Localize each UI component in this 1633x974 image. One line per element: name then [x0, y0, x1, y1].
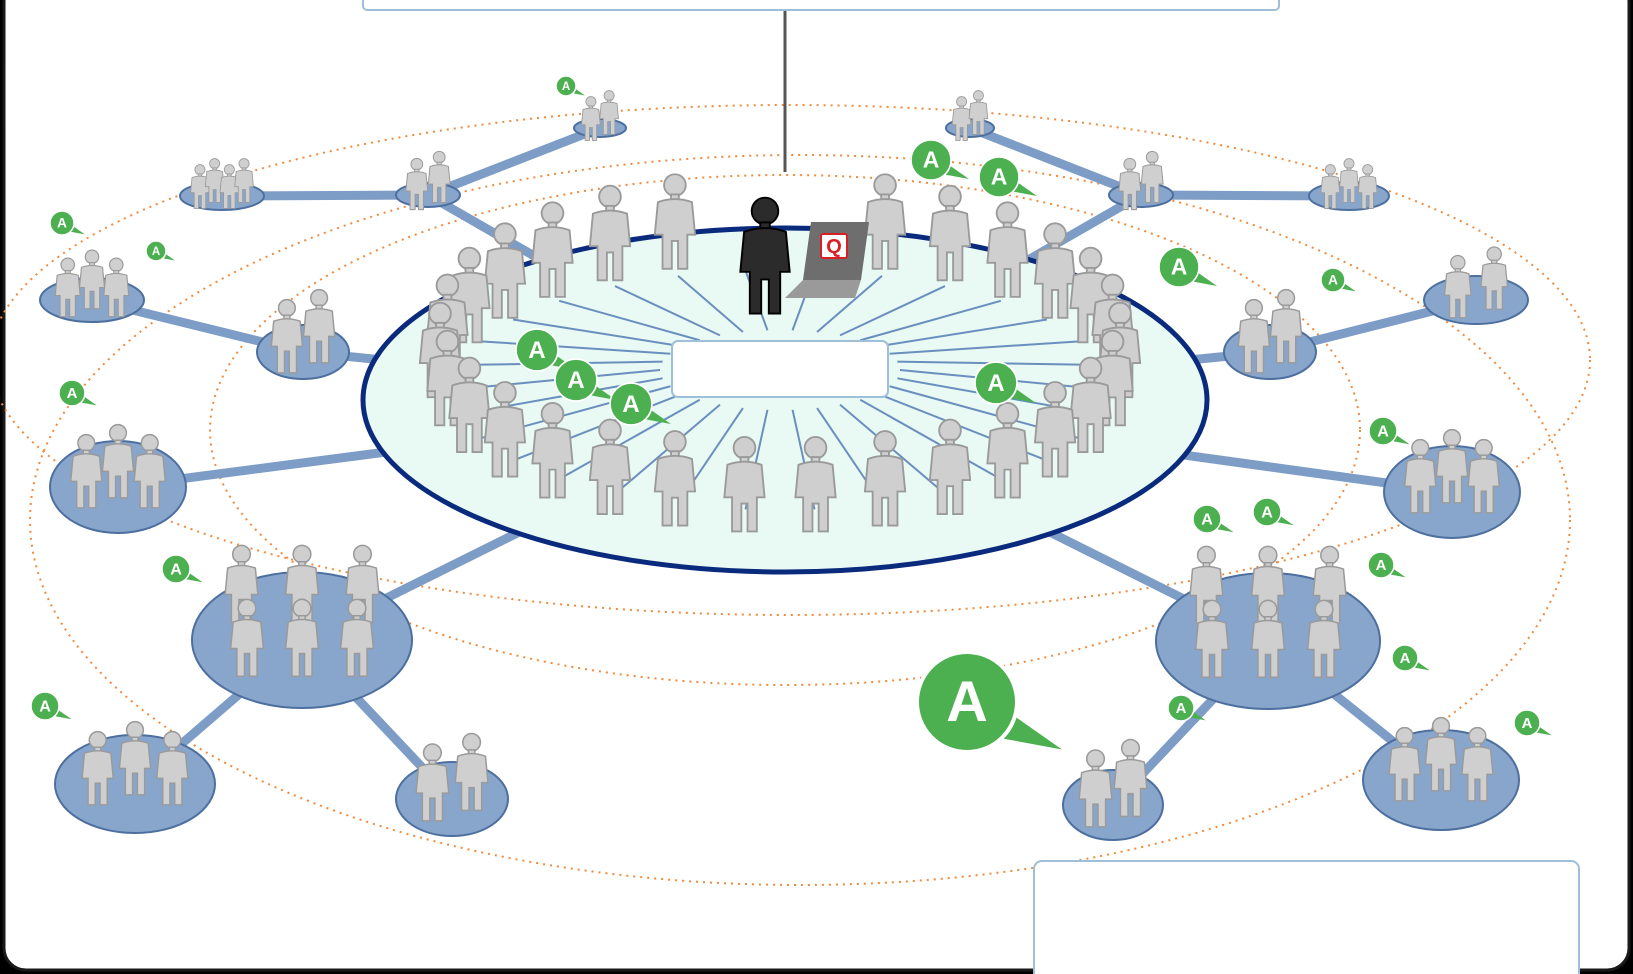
group-platform: [395, 761, 509, 837]
answer-badge-letter: A: [946, 670, 988, 734]
answer-bubble-icon: A: [1158, 246, 1217, 288]
answer-bubble-icon: A: [554, 358, 616, 402]
answer-bubble-icon: A: [974, 361, 1036, 405]
answer-badge-letter: A: [1400, 650, 1411, 667]
answer-badge-letter: A: [622, 391, 639, 418]
group-platform: [1108, 182, 1174, 208]
answer-badge-letter: A: [170, 560, 182, 578]
answer-badge-letter: A: [528, 337, 545, 364]
hub-spoke: [558, 398, 701, 481]
orbit-ring: [209, 174, 1361, 686]
orbit-rings: [0, 104, 1591, 886]
group-platform: [1223, 324, 1317, 380]
hub-spoke: [478, 340, 671, 355]
hub-spoke: [889, 340, 1082, 355]
answer-bubble-icon: A: [915, 650, 1062, 754]
hub-spoke: [839, 285, 946, 337]
answer-bubble-icon: A: [515, 328, 577, 372]
bottom-right-callout-box: [1033, 860, 1580, 974]
answer-badge-letter: A: [1376, 557, 1387, 574]
answer-badge-letter: A: [1171, 254, 1188, 280]
answer-badge-letter: A: [1522, 715, 1533, 732]
answer-badge-letter: A: [1328, 273, 1338, 288]
hub-spoke: [558, 299, 700, 342]
answer-bubble-icon: A: [58, 379, 97, 407]
answer-badge-letter: A: [1176, 700, 1187, 717]
answer-bubble-icon: A: [145, 240, 175, 262]
answer-bubble-icon: A: [555, 75, 585, 97]
answer-badge-letter: A: [923, 147, 940, 173]
answer-badge-letter: A: [1377, 422, 1389, 440]
answer-badge-letter: A: [562, 81, 570, 93]
network-link: [423, 123, 605, 200]
answer-bubble-icon: A: [910, 139, 969, 181]
answer-badge-letter: A: [152, 246, 160, 258]
answer-badge-letter: A: [57, 216, 67, 231]
group-platform: [1423, 275, 1529, 325]
group-platform: [256, 324, 350, 380]
answer-bubble-icon: A: [978, 156, 1037, 198]
answer-bubble-icon: A: [609, 382, 671, 426]
orbit-ring: [29, 154, 1571, 886]
hub-spoke: [816, 275, 883, 333]
hub-spoke: [876, 318, 1048, 348]
answer-badge-letter: A: [67, 385, 78, 402]
answer-badge-letter: A: [567, 367, 584, 394]
answer-bubble-icon: A: [1367, 551, 1406, 579]
group-platform: [1062, 769, 1164, 841]
orbit-ring: [0, 104, 1591, 616]
answer-bubble-icon: A: [30, 691, 72, 721]
hub-spoke: [512, 318, 684, 348]
answer-bubble-icon: A: [1391, 644, 1430, 672]
hub-spoke: [859, 398, 1002, 481]
answer-bubble-icon: A: [1167, 694, 1206, 722]
answer-bubble-icon: A: [161, 554, 203, 584]
expert-leader: Q: [739, 196, 869, 315]
answer-bubble-icon: A: [1368, 416, 1410, 446]
question-badge-letter: Q: [826, 236, 842, 258]
answer-bubble-icon: A: [1320, 267, 1356, 293]
center-callout-box: [671, 340, 889, 398]
answer-badge-letter: A: [987, 370, 1004, 397]
answer-bubble-icon: A: [1513, 709, 1552, 737]
network-link: [965, 123, 1146, 200]
answer-bubble-icon: A: [1252, 497, 1294, 527]
hub-spoke: [614, 285, 721, 337]
top-callout-box: [362, 0, 1280, 11]
answer-bubble-icon: A: [49, 210, 85, 236]
hub-spoke: [677, 275, 744, 333]
peer-groups: [39, 90, 1529, 841]
hub-spoke: [860, 299, 1002, 342]
answer-badge-letter: A: [1261, 503, 1273, 521]
answer-badge-letter: A: [1201, 510, 1213, 528]
answer-bubble-icon: A: [1192, 504, 1234, 534]
laptop-icon: Q: [785, 222, 869, 298]
answer-badge-letter: A: [991, 164, 1008, 190]
answer-badge-letter: A: [39, 697, 51, 715]
group-platform: [395, 182, 461, 208]
